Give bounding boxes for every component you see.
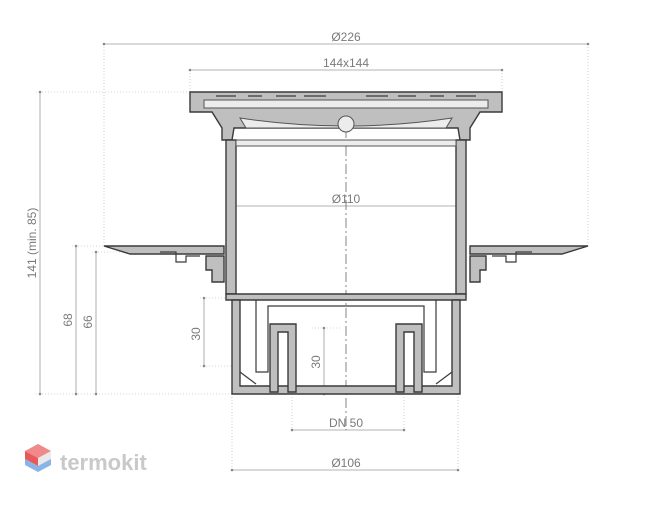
dim-label-dn50: DN 50 [329,416,363,430]
dim-label-h30-center: 30 [309,355,323,369]
drain-body [225,139,467,301]
dim-label-d226: Ø226 [331,30,361,44]
dim-label-d106: Ø106 [331,456,361,470]
termokit-logo: termokit [25,444,147,475]
siphon-bowl [231,299,461,395]
dim-label-h30-left: 30 [189,327,203,341]
dim-label-grate: 144x144 [323,56,369,70]
grate-frame [189,91,503,141]
membrane-flange [103,245,589,283]
dim-label-h141: 141 (min. 85) [25,208,39,279]
hexagon-logo-icon [25,444,51,472]
dim-label-h68: 68 [61,313,75,327]
brand-name: termokit [60,450,147,475]
dim-label-d110: Ø110 [332,192,361,206]
dimension-lines [38,42,590,472]
dim-label-h66: 66 [81,315,95,329]
